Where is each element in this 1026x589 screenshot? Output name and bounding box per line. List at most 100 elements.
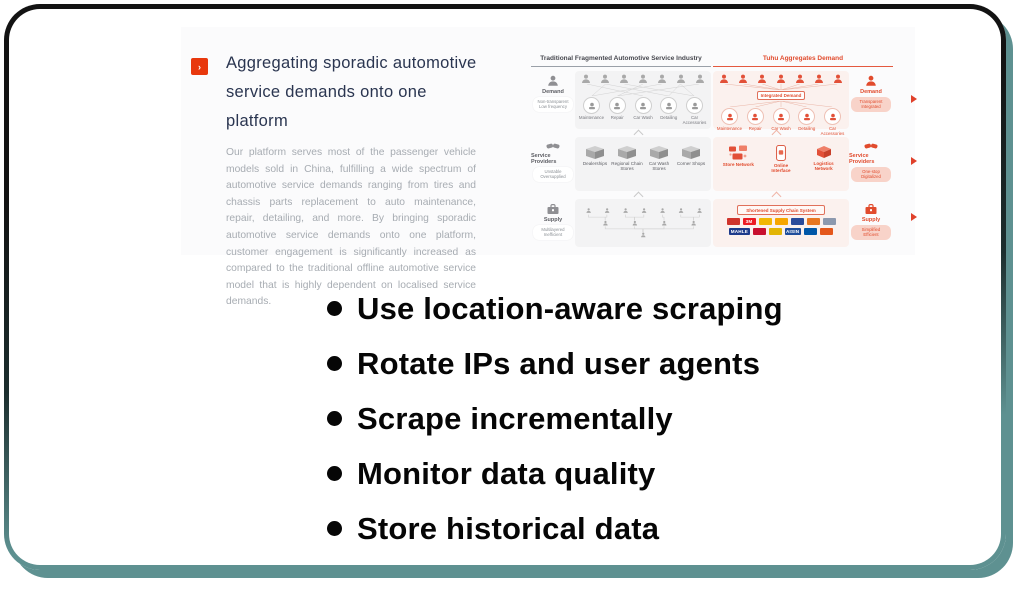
left-demand-label-cell: Demand Non-transparent Low frequency	[531, 71, 575, 129]
service-label: Repair	[748, 126, 762, 131]
provider-label: Corner Shops	[676, 161, 706, 166]
service-glyph-icon	[588, 102, 595, 109]
provider-item: Corner Shops	[675, 145, 707, 166]
service-circle	[721, 108, 738, 125]
store-network-icon	[729, 145, 748, 160]
person-icon	[758, 74, 766, 83]
person-icon	[658, 74, 666, 83]
bullet-dot-icon	[327, 466, 342, 481]
bullet-dot-icon	[327, 521, 342, 536]
left-providers-label-cell: Service Providers Unstable Oversupplied	[531, 137, 575, 191]
person-icon	[796, 74, 804, 83]
converging-lines	[724, 84, 838, 90]
service-circle	[772, 108, 790, 125]
left-providers-row: Service Providers Unstable Oversupplied	[531, 137, 711, 191]
service-label: Repair	[610, 115, 624, 120]
service-label: Car Wash	[633, 115, 653, 120]
bullet-text: Store historical data	[357, 510, 660, 546]
service-circle	[798, 108, 816, 125]
left-providers-pill: Unstable Oversupplied	[533, 167, 573, 182]
service-glyph-icon	[752, 113, 759, 120]
service-label: Detailing	[660, 115, 678, 120]
toolbox-icon	[864, 204, 878, 215]
building-icon	[650, 146, 668, 159]
service-label: Maintenance	[578, 115, 605, 120]
right-demand-box: Integrated Demand	[713, 71, 849, 136]
right-providers-box: Store Network Online Interface	[713, 137, 849, 191]
diverging-lines	[729, 101, 833, 107]
consumer-icons-row	[579, 74, 707, 84]
brand-logo	[726, 218, 740, 225]
service-glyph-icon	[803, 113, 810, 120]
right-provider-items: Store Network Online Interface	[717, 140, 845, 188]
bullet-dot-icon	[327, 356, 342, 371]
person-icon	[639, 74, 647, 83]
accent-marker-icon: ›	[191, 58, 208, 75]
left-demand-row: Demand Non-transparent Low frequency	[531, 71, 711, 129]
brand-logo: MAHLE	[729, 228, 750, 235]
bullet-list: Use location-aware scraping Rotate IPs a…	[327, 281, 783, 556]
person-icon	[866, 75, 876, 86]
service-label: Maintenance	[716, 126, 743, 131]
right-diagram-title: Tuhu Aggregates Demand	[713, 55, 893, 67]
bullet-item: Monitor data quality	[327, 446, 783, 501]
service-circle	[608, 97, 626, 114]
left-supply-label-cell: Supply Multilayered Inefficient	[531, 199, 575, 247]
provider-item: Store Network	[722, 145, 754, 167]
provider-item: Dealerships	[579, 145, 611, 166]
right-demand-label: Demand	[860, 89, 882, 95]
integrated-demand-box: Integrated Demand	[757, 91, 805, 100]
service-circle	[746, 108, 764, 125]
service-item: Car Accessories	[820, 107, 845, 136]
arrow-right-icon	[911, 157, 917, 165]
logistics-network-icon	[816, 146, 831, 158]
provider-item: Regional Chain Stores	[611, 145, 643, 172]
provider-item: Online Interface	[765, 145, 797, 174]
service-label: Detailing	[798, 126, 816, 131]
person-icon	[601, 74, 609, 83]
service-circle	[583, 97, 600, 114]
building-icon	[586, 146, 604, 159]
left-demand-label: Demand	[542, 89, 564, 95]
person-icon	[739, 74, 747, 83]
left-supply-box	[575, 199, 711, 247]
brand-logo	[822, 218, 836, 225]
service-item: Car Accessories	[682, 96, 707, 125]
toolbox-icon	[546, 204, 560, 215]
person-icon	[777, 74, 785, 83]
right-providers-label: Service Providers	[849, 153, 875, 165]
left-provider-items: Dealerships Regional Chain Stores	[579, 140, 707, 188]
bullet-dot-icon	[327, 411, 342, 426]
left-providers-label: Service Providers	[531, 153, 557, 165]
diagram-right-column: Tuhu Aggregates Demand	[713, 55, 893, 247]
brand-logo	[819, 228, 833, 235]
provider-label: Car Wash Stores	[648, 161, 670, 172]
service-glyph-icon	[640, 102, 646, 109]
right-providers-row: Store Network Online Interface	[713, 137, 893, 191]
left-supply-pill: Multilayered Inefficient	[533, 225, 573, 240]
brand-logos-row: MAHLE AISIN	[717, 228, 845, 235]
provider-label: Dealerships	[582, 161, 608, 166]
service-circle	[824, 108, 841, 125]
shortened-supply-chain-box: Shortened Supply Chain System	[737, 205, 825, 215]
page-background: › Aggregating sporadic automotive servic…	[9, 9, 1001, 565]
slide-card: › Aggregating sporadic automotive servic…	[181, 27, 917, 307]
brand-logo	[774, 218, 788, 225]
bullet-item: Store historical data	[327, 501, 783, 556]
brand-logo	[806, 218, 820, 225]
service-item: Detailing	[656, 96, 681, 125]
right-providers-label-cell: Service Providers One-stop Digitalized	[849, 137, 893, 191]
left-supply-row: Supply Multilayered Inefficient	[531, 199, 711, 247]
phone-icon	[776, 145, 786, 161]
service-item: Maintenance	[579, 96, 604, 125]
arrow-right-icon	[911, 213, 917, 221]
service-glyph-icon	[726, 113, 733, 120]
bullet-text: Rotate IPs and user agents	[357, 345, 761, 381]
brand-logo	[790, 218, 804, 225]
provider-item: Car Wash Stores	[643, 145, 675, 172]
right-supply-row: Shortened Supply Chain System 3M	[713, 199, 893, 247]
left-demand-pill: Non-transparent Low frequency	[533, 97, 573, 112]
consumer-icons-row	[717, 74, 845, 84]
right-supply-label: Supply	[861, 217, 881, 223]
bullet-item: Use location-aware scraping	[327, 281, 783, 336]
